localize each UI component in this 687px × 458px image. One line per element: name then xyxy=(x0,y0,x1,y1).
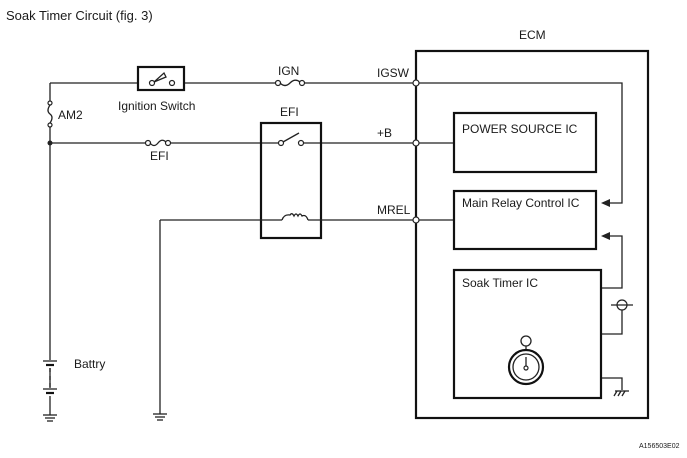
mrel-label: MREL xyxy=(377,203,411,217)
ecm-box xyxy=(414,49,650,420)
plus-b-label: +B xyxy=(377,126,393,140)
battery-label: Battry xyxy=(74,357,106,371)
figure-id: A156503E02 xyxy=(639,443,680,450)
am2-label: AM2 xyxy=(58,108,83,122)
wire-internal xyxy=(419,82,623,390)
ground-icon-battery xyxy=(43,414,57,422)
arrow-igsw-icon xyxy=(601,199,610,207)
battery-icon xyxy=(43,360,57,395)
arrow-soak-icon xyxy=(601,232,610,240)
connector-symbol-icon xyxy=(611,299,633,311)
efi-relay-coil-icon xyxy=(281,213,309,221)
ign-fuse-icon xyxy=(274,79,306,87)
soak-timer-ic-box xyxy=(452,268,603,400)
stopwatch-icon xyxy=(507,335,545,386)
main-relay-ic-box xyxy=(452,189,598,251)
wire-mrel xyxy=(159,219,416,414)
ground-icon-ecm xyxy=(613,390,629,397)
ign-fuse-label: IGN xyxy=(278,64,300,78)
ignition-switch-box xyxy=(136,65,186,92)
power-source-ic-box xyxy=(452,111,598,174)
ignition-switch-contact-icon xyxy=(148,71,176,87)
power-source-ic-label: POWER SOURCE IC xyxy=(462,122,578,136)
igsw-terminal xyxy=(412,79,420,87)
ecm-label: ECM xyxy=(519,28,546,42)
page-title: Soak Timer Circuit (fig. 3) xyxy=(6,8,153,23)
efi-relay-label: EFI xyxy=(280,105,299,119)
efi-fuse-icon xyxy=(144,139,172,147)
plus-b-terminal xyxy=(412,139,420,147)
efi-relay-contact-icon xyxy=(277,132,305,147)
efi-fuse-label: EFI xyxy=(150,149,169,163)
mrel-terminal xyxy=(412,216,420,224)
igsw-label: IGSW xyxy=(377,66,409,80)
efi-relay-box xyxy=(259,121,323,240)
main-relay-ic-label: Main Relay Control IC xyxy=(462,196,580,210)
ground-icon-relay xyxy=(153,413,167,421)
soak-timer-ic-label: Soak Timer IC xyxy=(462,276,539,290)
ignition-switch-label: Ignition Switch xyxy=(118,99,196,113)
am2-fuse-icon xyxy=(47,100,53,128)
